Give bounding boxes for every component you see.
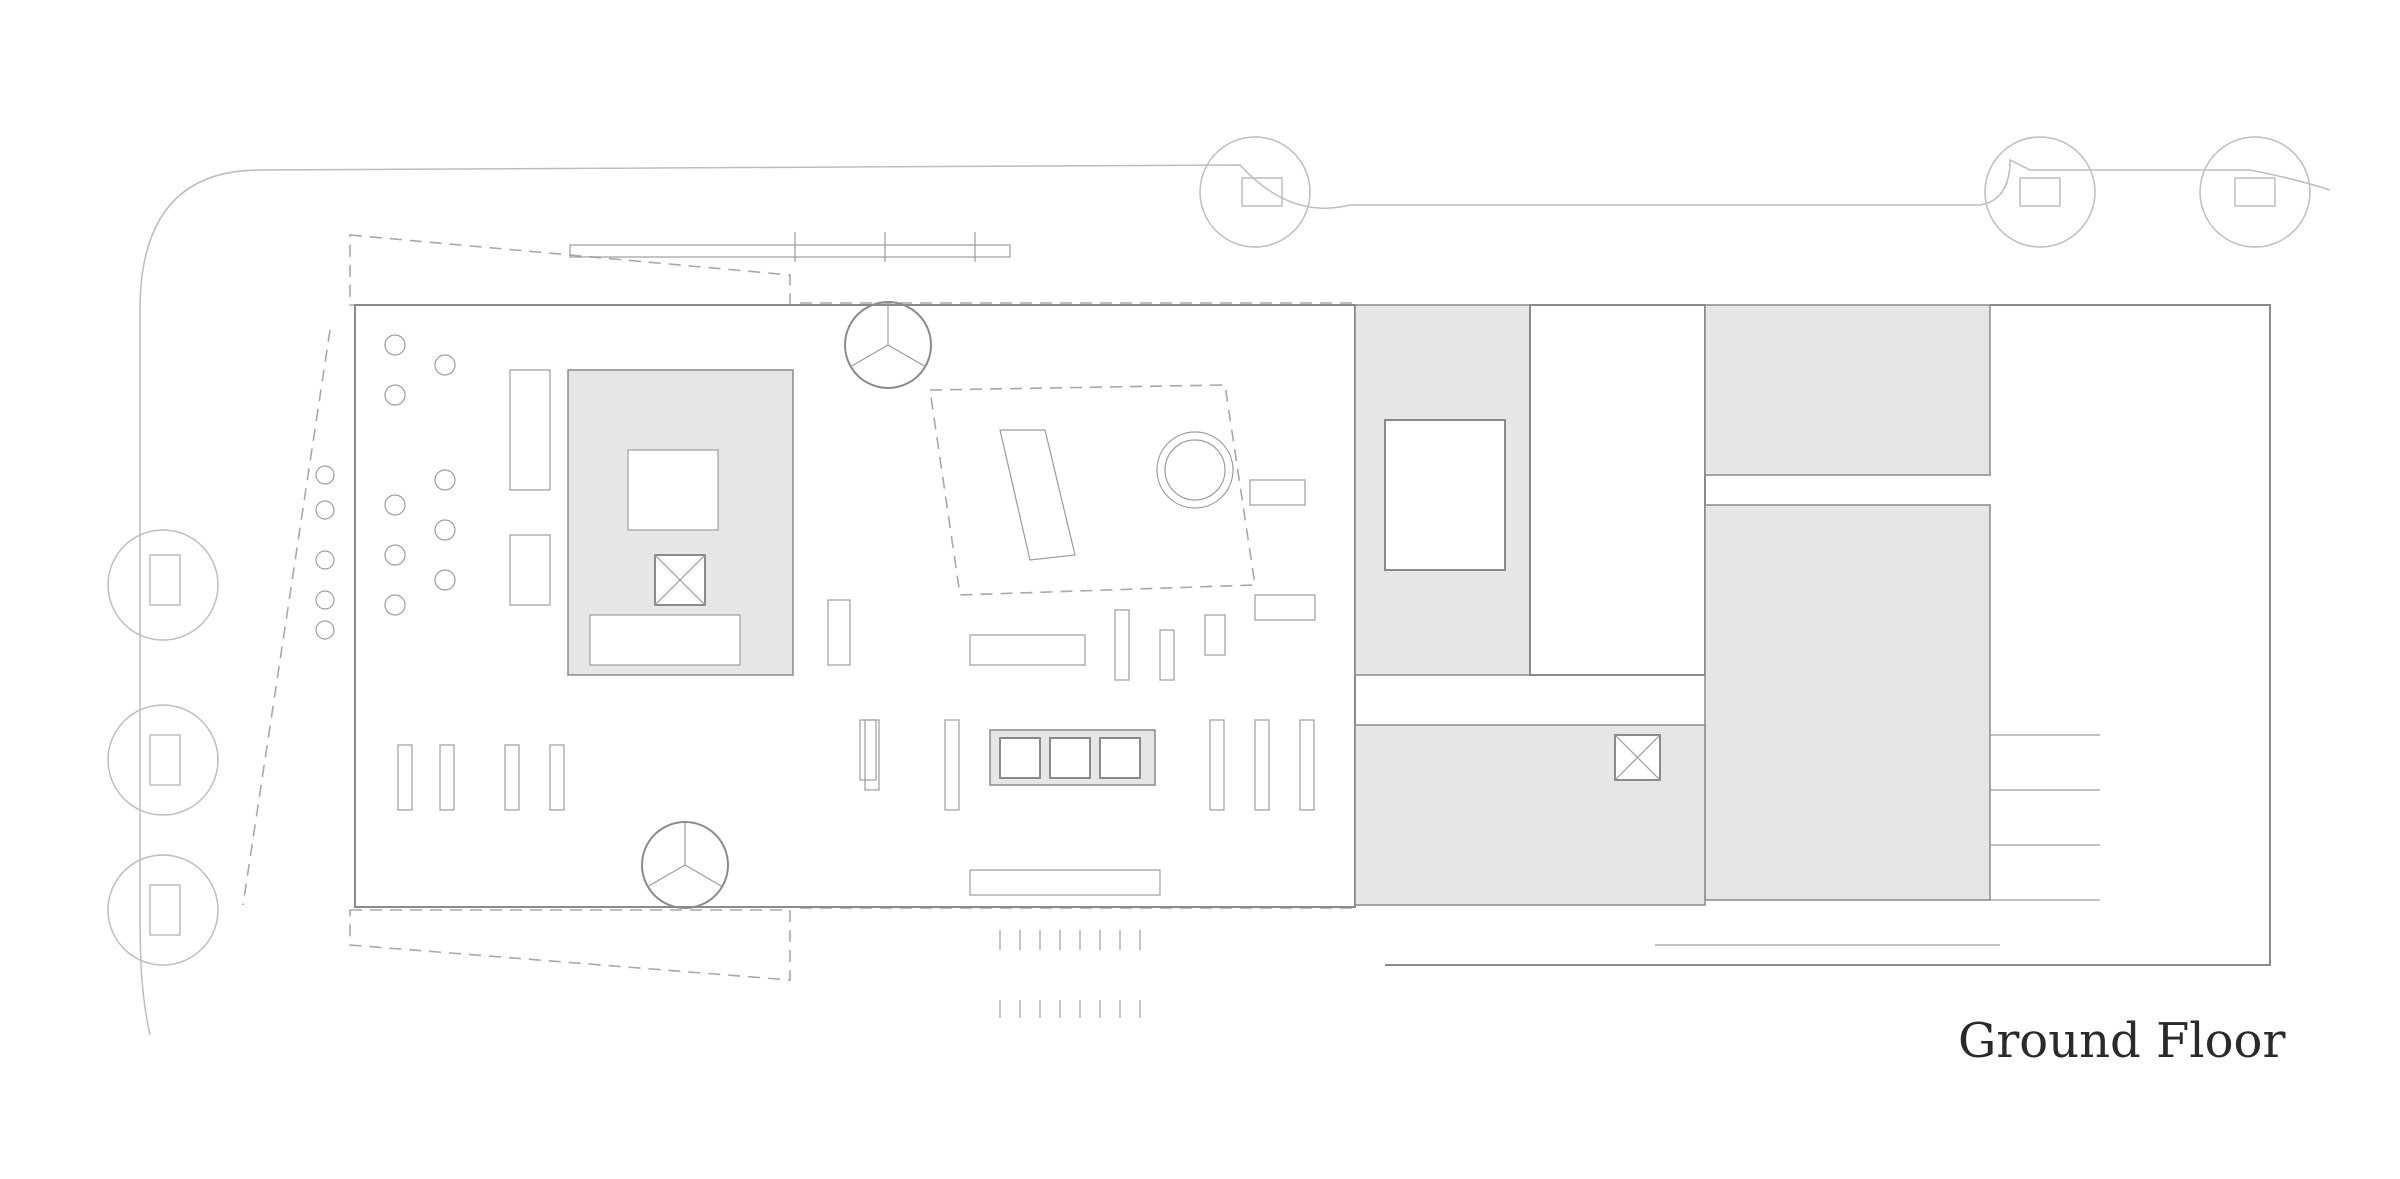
kiosk — [1204, 614, 1226, 656]
library-hall-walls — [354, 304, 1356, 908]
reception-desk — [509, 534, 551, 606]
street-trees — [107, 136, 2311, 966]
south-canopy-outline — [349, 909, 791, 981]
kiosk — [859, 719, 877, 781]
tiered-seating — [999, 429, 1076, 561]
workstation — [1249, 479, 1306, 506]
west-canopy-outline — [242, 329, 331, 906]
east-rooms — [1704, 304, 1991, 476]
auditorium-seats-area — [1384, 419, 1506, 571]
tree — [1199, 136, 1311, 248]
site-boundary — [139, 158, 2331, 1036]
tree — [107, 704, 219, 816]
tree-pit — [149, 554, 181, 606]
tree — [107, 529, 219, 641]
kiosk — [827, 599, 851, 666]
tree — [2199, 136, 2311, 248]
tree — [107, 854, 219, 966]
east-rooms — [1704, 504, 1991, 901]
stair — [627, 449, 719, 531]
east-office-wing — [1529, 304, 1706, 676]
reading-area-outline — [929, 384, 1256, 596]
circular-reading-table — [1156, 431, 1234, 509]
study-table — [1254, 594, 1316, 621]
tree-pit — [1241, 177, 1283, 207]
floor-title: Ground Floor — [1958, 1013, 2286, 1069]
tree-pit — [149, 884, 181, 936]
tree — [1984, 136, 2096, 248]
tree-pit — [2234, 177, 2276, 207]
bookshelves — [397, 609, 1315, 811]
north-balcony — [569, 244, 1011, 258]
tree-pit — [149, 734, 181, 786]
crosswalk-markers — [999, 930, 1141, 1018]
restroom-block — [589, 614, 741, 666]
tree-pit — [2019, 177, 2061, 207]
cafe-seating — [315, 334, 456, 640]
study-table — [969, 634, 1086, 666]
service-counter — [969, 869, 1161, 896]
service-yard — [1385, 304, 2271, 966]
reception-desk — [509, 369, 551, 491]
